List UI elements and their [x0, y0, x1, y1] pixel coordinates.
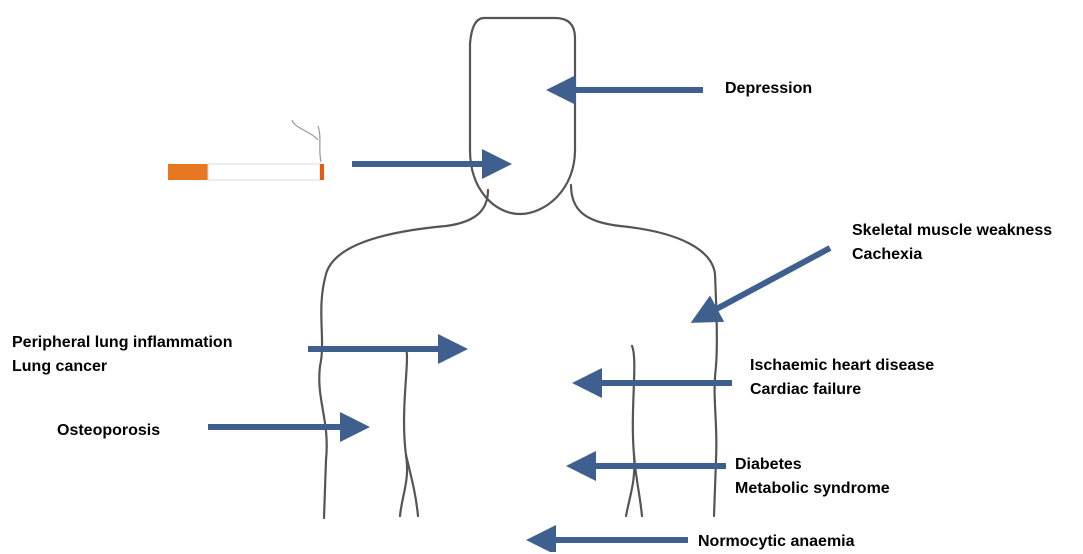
label-osteoporosis: Osteoporosis: [57, 419, 160, 443]
head-outline: [470, 18, 575, 214]
right-inner-arm-outline: [626, 346, 634, 516]
depression-text: Depression: [725, 77, 812, 101]
label-anaemia: Normocytic anaemia: [698, 530, 855, 554]
left-inner-arm-outline: [400, 348, 407, 516]
cardiac-failure-text: Cardiac failure: [750, 378, 934, 402]
left-shoulder-outline: [319, 190, 488, 518]
metabolic-syndrome-text: Metabolic syndrome: [735, 477, 890, 501]
peripheral-lung-inflammation-text: Peripheral lung inflammation: [12, 331, 232, 355]
label-heart: Ischaemic heart disease Cardiac failure: [750, 354, 934, 402]
ischaemic-heart-disease-text: Ischaemic heart disease: [750, 354, 934, 378]
cigarette-icon: [168, 120, 324, 180]
label-lung: Peripheral lung inflammation Lung cancer: [12, 331, 232, 379]
smoke-icon: [292, 120, 321, 162]
skeletal-muscle-weakness-text: Skeletal muscle weakness: [852, 219, 1052, 243]
cigarette-filter: [168, 164, 208, 180]
label-skeletal-muscle: Skeletal muscle weakness Cachexia: [852, 219, 1052, 267]
cachexia-text: Cachexia: [852, 243, 1052, 267]
label-depression: Depression: [725, 77, 812, 101]
diabetes-text: Diabetes: [735, 453, 890, 477]
cigarette-paper: [208, 164, 320, 180]
label-diabetes: Diabetes Metabolic syndrome: [735, 453, 890, 501]
normocytic-anaemia-text: Normocytic anaemia: [698, 530, 855, 554]
lung-cancer-text: Lung cancer: [12, 355, 232, 379]
left-armpit-outline: [406, 455, 418, 516]
cigarette-ember: [320, 164, 324, 180]
osteoporosis-text: Osteoporosis: [57, 419, 160, 443]
